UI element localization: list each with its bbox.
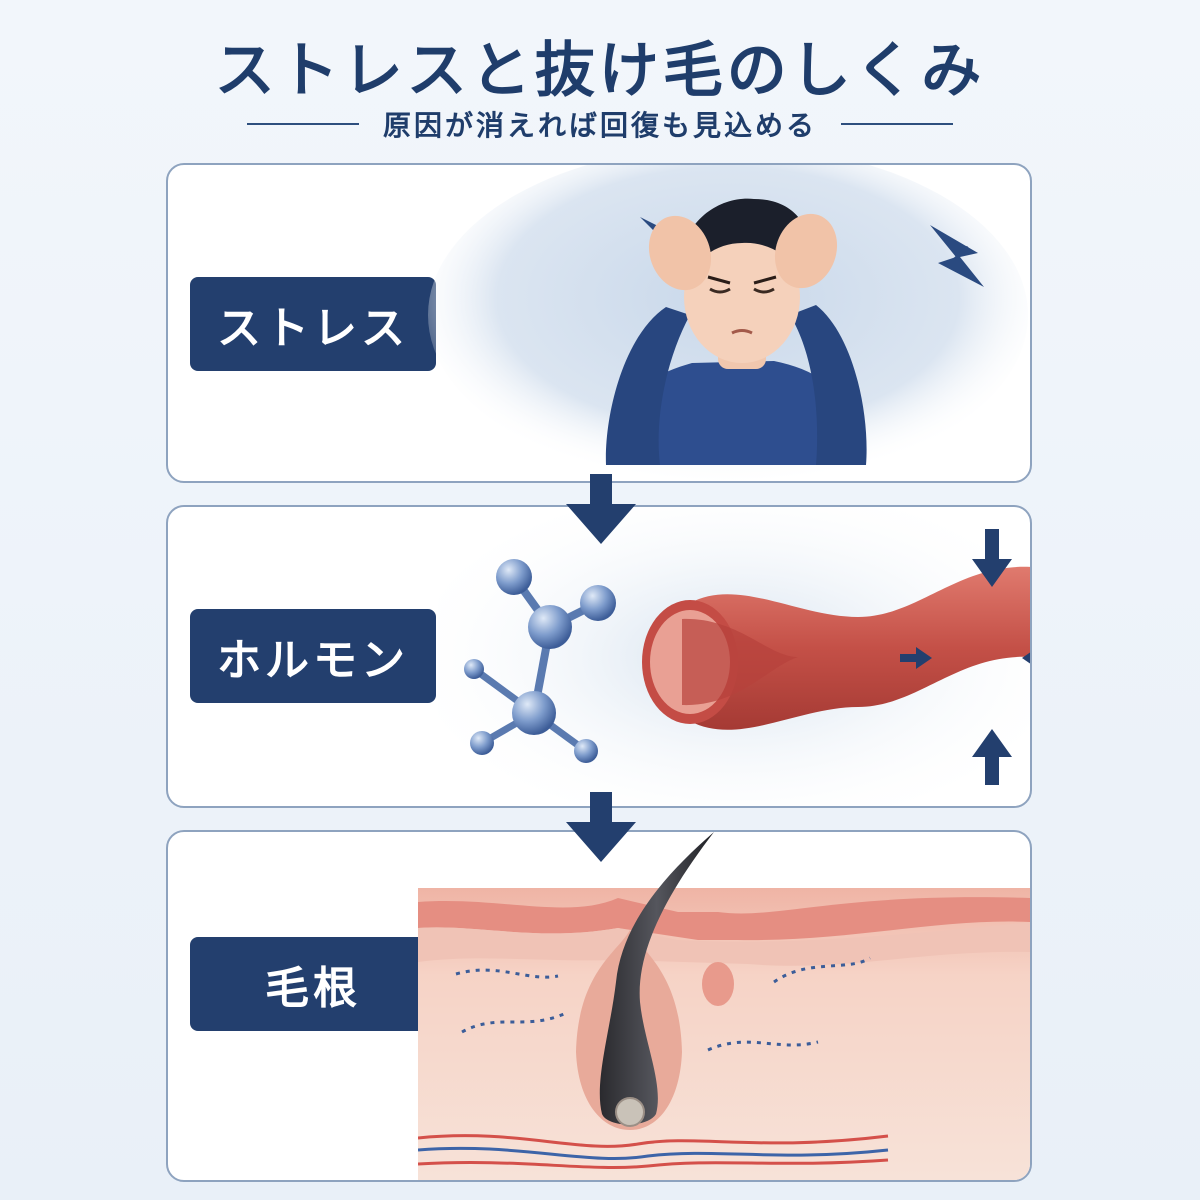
step-label-hormone: ホルモン: [190, 609, 436, 703]
blood-vessel-icon: [642, 566, 1030, 730]
subtitle: 原因が消えれば回復も見込める: [382, 109, 817, 142]
compress-arrow-icons: [900, 529, 1030, 785]
page-title: ストレスと抜け毛のしくみ: [214, 36, 986, 106]
step-panel-stress: ストレス: [166, 163, 1032, 483]
subtitle-rule-right: [841, 123, 953, 125]
subtitle-rule-left: [246, 123, 359, 125]
hormone-illustration: [438, 507, 1030, 806]
step-label-stress: ストレス: [190, 277, 436, 371]
step-panel-hair-root: 毛根: [166, 830, 1032, 1182]
step-label-hair-root: 毛根: [190, 937, 436, 1031]
hair-follicle-illustration: [418, 832, 1030, 1180]
stressed-man-illustration: [428, 165, 1028, 481]
hormone-molecule-icon: [464, 559, 616, 763]
down-arrow-icon: [566, 792, 636, 862]
subtitle-row: 原因が消えれば回復も見込める: [0, 104, 1200, 144]
down-arrow-icon: [566, 474, 636, 544]
hair-shaft-icon: [599, 832, 714, 1125]
step-panel-hormone: ホルモン: [166, 505, 1032, 808]
